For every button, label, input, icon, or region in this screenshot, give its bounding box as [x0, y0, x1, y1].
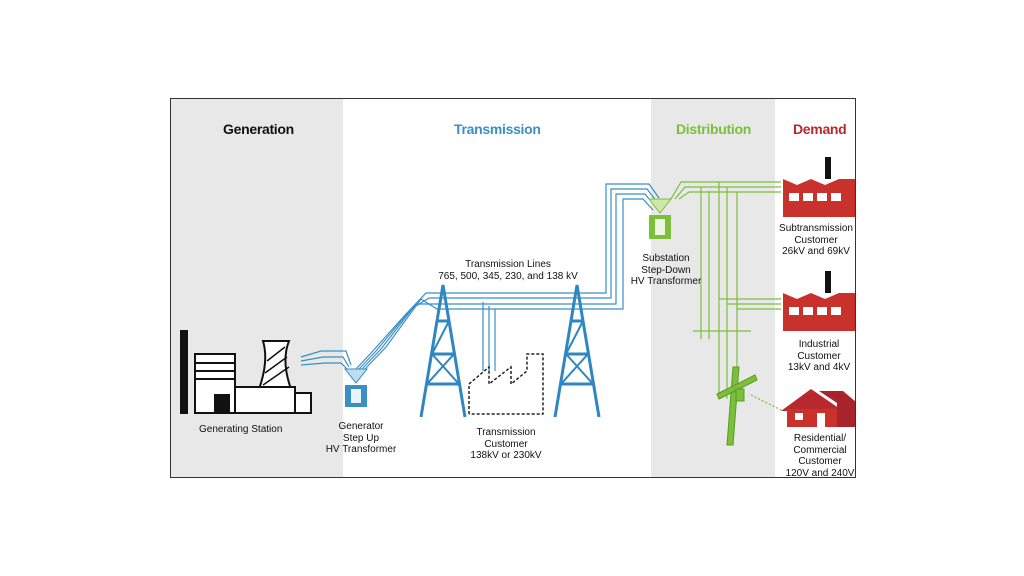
- distribution-zone: [651, 99, 775, 477]
- label-residential-customer: Residential/ Commercial Customer 120V an…: [785, 433, 855, 478]
- section-generation: Generation: [223, 121, 294, 137]
- gsu-transformer-icon: [343, 368, 369, 407]
- generating-station-icon: [180, 330, 312, 414]
- subtransmission-factory-icon: [783, 157, 855, 217]
- label-substation: Substation Step-Down HV Transformer: [630, 253, 702, 287]
- substation-transformer-icon: [647, 198, 673, 239]
- transmission-tower-2: [553, 284, 601, 418]
- label-transmission-lines: Transmission Lines 765, 500, 345, 230, a…: [438, 259, 578, 282]
- distribution-pole-icon: [716, 366, 758, 446]
- label-gsu-transformer: Generator Step Up HV Transformer: [325, 421, 397, 455]
- section-demand: Demand: [793, 121, 847, 137]
- section-distribution: Distribution: [676, 121, 751, 137]
- power-grid-diagram: Generation Transmission Distribution Dem…: [170, 98, 856, 478]
- industrial-factory-icon: [783, 271, 855, 331]
- transmission-tower-1: [419, 284, 467, 418]
- transmission-customer-building: [468, 353, 544, 415]
- section-transmission: Transmission: [454, 121, 541, 137]
- label-subtransmission-customer: Subtransmission Customer 26kV and 69kV: [779, 223, 853, 257]
- label-industrial-customer: Industrial Customer 13kV and 4kV: [787, 339, 851, 373]
- diagram-artwork: [180, 157, 855, 446]
- label-transmission-customer: Transmission Customer 138kV or 230kV: [470, 427, 542, 461]
- label-generating-station: Generating Station: [199, 424, 283, 435]
- transmission-lines: [300, 183, 660, 371]
- residential-house-icon: [781, 389, 855, 427]
- distribution-lines: [670, 181, 784, 412]
